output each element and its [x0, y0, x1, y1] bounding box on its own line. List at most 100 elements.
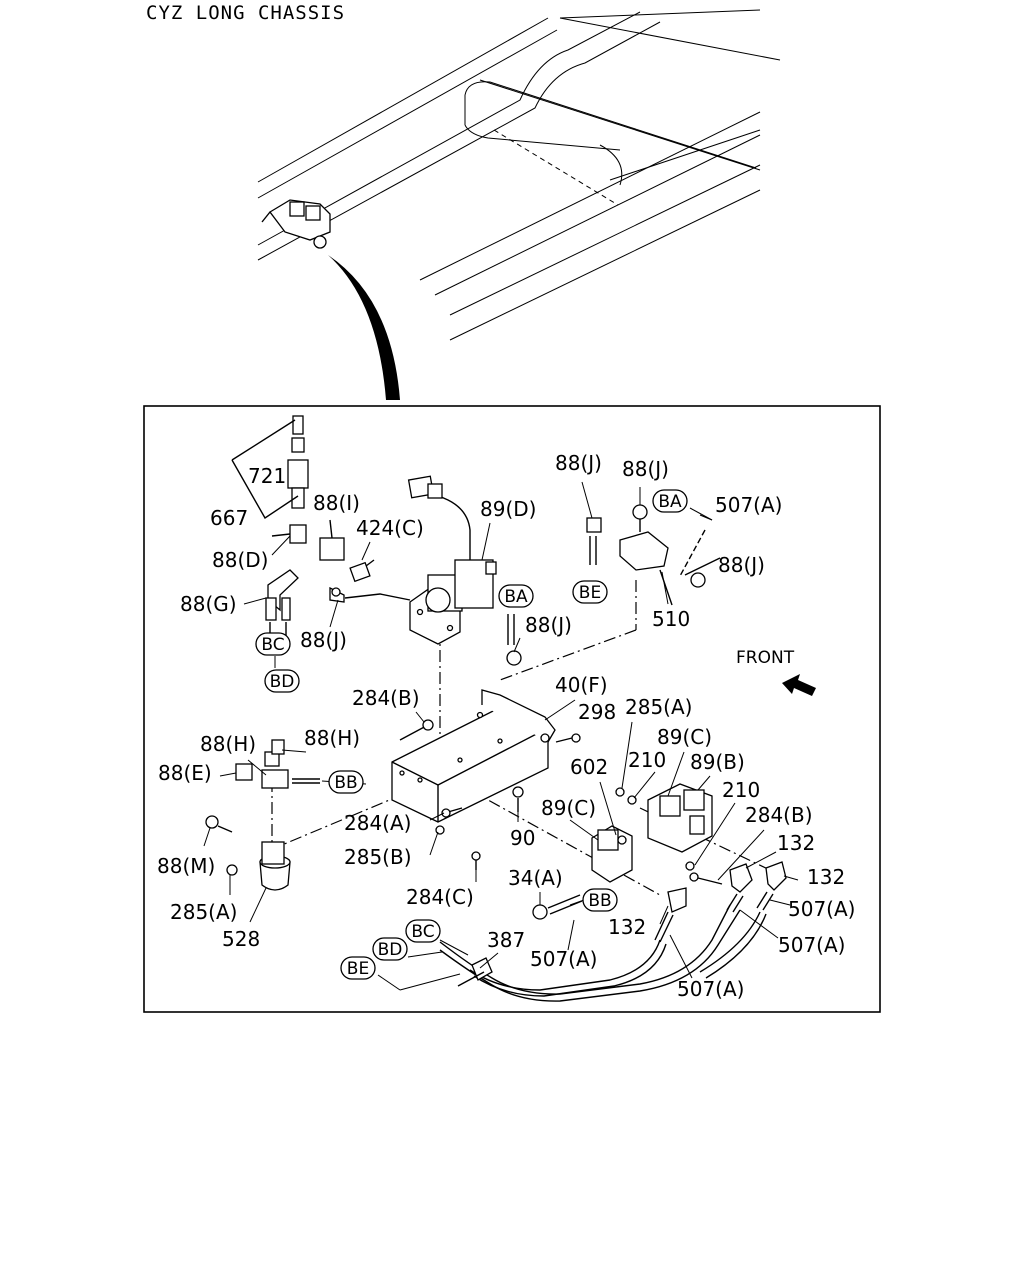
callout-label: BD: [378, 940, 403, 960]
callout-bubble: BC: [405, 919, 441, 943]
fitting-88i: [319, 519, 345, 561]
detail-frame: [143, 405, 881, 1013]
part-label: 210: [628, 748, 666, 772]
part-label: 667: [210, 506, 248, 530]
part-label: 88(H): [304, 726, 360, 750]
callout-bubble: BB: [582, 888, 618, 912]
part-label: 602: [570, 755, 608, 779]
part-label: 89(C): [657, 725, 712, 749]
callout-label: BB: [334, 773, 357, 793]
part-label: 507(A): [778, 933, 845, 957]
callout-bubble: BE: [340, 956, 376, 980]
callout-outline: [405, 919, 441, 943]
front-label: FRONT: [736, 648, 795, 668]
part-label: 88(D): [212, 548, 268, 572]
part-label: 528: [222, 927, 260, 951]
part-label: 285(A): [625, 695, 692, 719]
elbows-132: [532, 861, 787, 920]
part-label: 89(B): [690, 750, 745, 774]
part-label: 88(J): [525, 613, 572, 637]
tee-510: [619, 504, 673, 606]
part-label: 34(A): [508, 866, 563, 890]
callout-label: BD: [270, 672, 295, 692]
part-labels: 72166788(I)88(D)424(C)89(D)88(J)88(J)507…: [157, 451, 855, 1001]
callout-outline: [328, 770, 364, 794]
callout-label: BC: [261, 635, 284, 655]
callout-bubble: BB: [328, 770, 364, 794]
part-label: 284(C): [406, 885, 474, 909]
part-label: 507(A): [715, 493, 782, 517]
valve-89d: [407, 475, 497, 645]
part-label: 285(B): [344, 845, 412, 869]
callout-label: BA: [658, 492, 682, 512]
part-label: 284(A): [344, 811, 411, 835]
part-label: 88(E): [158, 761, 212, 785]
pipe-bundle: [439, 904, 767, 1002]
bracket-40f: [391, 689, 556, 823]
valve-89b-89c: [615, 783, 713, 871]
callout-label: BA: [504, 587, 528, 607]
callout-label: BE: [347, 959, 369, 979]
callout-outline: [255, 632, 291, 656]
fitting-88j-left: [329, 586, 411, 603]
valve-assembly-small: [261, 199, 331, 249]
callout-outline: [582, 888, 618, 912]
callout-bubble: BA: [498, 584, 534, 608]
callout-bubble: BC: [255, 632, 291, 656]
callout-outline: [340, 956, 376, 980]
part-label: 89(C): [541, 796, 596, 820]
tee-88h: [235, 739, 320, 789]
part-label: 88(I): [313, 491, 360, 515]
part-label: 40(F): [555, 673, 608, 697]
callout-label: BC: [411, 922, 434, 942]
part-label: 88(M): [157, 854, 215, 878]
chassis-overview: [257, 9, 781, 400]
callout-bubble: BE: [572, 580, 608, 604]
callout-label: BE: [579, 583, 601, 603]
part-label: 132: [777, 831, 815, 855]
part-label: 88(J): [718, 553, 765, 577]
callout-outline: [264, 669, 300, 693]
part-label: 88(J): [622, 457, 669, 481]
part-label: 387: [487, 928, 525, 952]
part-label: 88(G): [180, 592, 237, 616]
callout-outline: [652, 489, 688, 513]
zoom-pointer: [328, 255, 400, 400]
callout-label: BB: [588, 891, 611, 911]
part-label: 88(J): [555, 451, 602, 475]
callout-bubbles: BA BE BA BC BD BB BB BC BD BE: [255, 489, 688, 980]
fitting-88g: [265, 569, 299, 636]
fitting-88d: [271, 524, 307, 544]
part-label: 90: [510, 826, 535, 850]
part-label: 510: [652, 607, 690, 631]
fitting-88j-right: [586, 514, 721, 588]
part-label: 507(A): [788, 897, 855, 921]
fitting-424c: [349, 559, 375, 583]
part-label: 132: [608, 915, 646, 939]
diagram-title: CYZ LONG CHASSIS: [146, 2, 346, 24]
part-label: 285(A): [170, 900, 237, 924]
part-label: 507(A): [530, 947, 597, 971]
fitting-667-stack: [231, 415, 309, 519]
callout-outline: [372, 937, 408, 961]
part-label: 210: [722, 778, 760, 802]
leader-lines: [203, 481, 799, 991]
callout-outline: [498, 584, 534, 608]
part-label: 424(C): [356, 516, 424, 540]
callout-bubble: BD: [264, 669, 300, 693]
part-label: 507(A): [677, 977, 744, 1001]
part-label: 298: [578, 700, 616, 724]
valve-89c-lower: [591, 825, 633, 883]
part-label: 132: [807, 865, 845, 889]
callout-bubble: BD: [372, 937, 408, 961]
part-label: 88(H): [200, 732, 256, 756]
callout-outline: [572, 580, 608, 604]
tank-528: [205, 815, 291, 891]
tubes-507a: [547, 891, 774, 943]
callout-bubble: BA: [652, 489, 688, 513]
fitting-88j-mid: [506, 614, 522, 666]
front-arrow-icon: [782, 674, 816, 696]
part-label: 88(J): [300, 628, 347, 652]
